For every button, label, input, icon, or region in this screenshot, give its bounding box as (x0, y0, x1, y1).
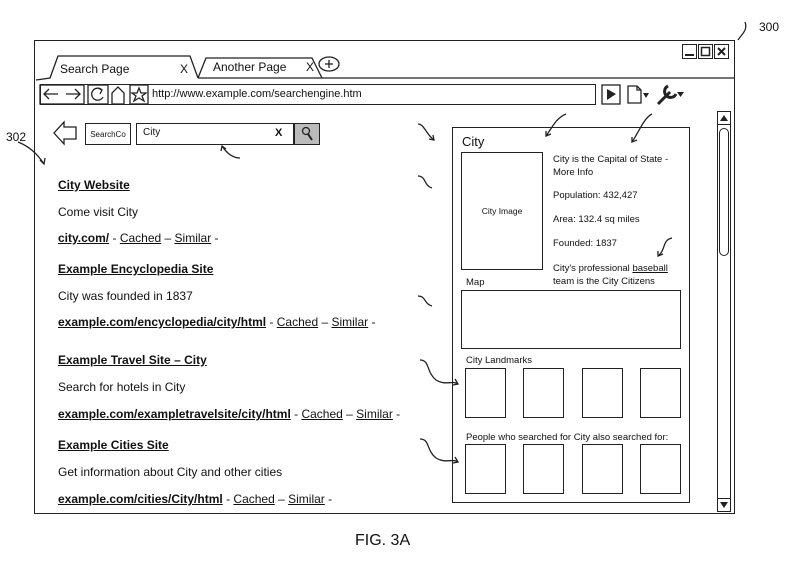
team-link[interactable]: baseball (632, 263, 668, 274)
related-thumb[interactable] (582, 444, 623, 494)
map-label: Map (466, 277, 485, 288)
maximize-button[interactable] (698, 44, 713, 59)
result-links-4: example.com/cities/City/html - Cached – … (58, 492, 333, 506)
scroll-thumb[interactable] (719, 128, 729, 256)
search-query-text: City (143, 127, 161, 138)
search-back-button[interactable] (52, 122, 78, 144)
go-button[interactable] (602, 85, 620, 104)
landmark-thumb[interactable] (640, 368, 681, 418)
scroll-down-arrow[interactable] (717, 498, 731, 512)
map-box[interactable] (461, 290, 681, 349)
search-engine-label: SearchCo (90, 129, 126, 139)
fact-population: Population: 432,427 (553, 190, 638, 201)
landmark-thumb[interactable] (582, 368, 623, 418)
tab-another-page[interactable]: Another Page X (198, 55, 323, 77)
ref-300: 300 (759, 20, 780, 34)
result-url[interactable]: example.com/encyclopedia/city/html (58, 315, 267, 329)
landmark-thumb[interactable] (465, 368, 506, 418)
maximize-icon (700, 46, 711, 57)
close-icon (717, 47, 726, 56)
tab-label: Another Page (213, 60, 287, 74)
cached-link[interactable]: Cached (119, 231, 162, 245)
tab-close-icon[interactable]: X (180, 62, 189, 76)
result-desc-4: Get information about City and other cit… (58, 465, 283, 479)
related-thumb[interactable] (465, 444, 506, 494)
result-desc-3: Search for hotels in City (58, 380, 186, 394)
browser-window (34, 40, 735, 514)
close-window-button[interactable] (714, 44, 729, 59)
minimize-icon (685, 54, 694, 56)
city-image[interactable]: City Image (461, 152, 543, 270)
scroll-up-arrow[interactable] (717, 111, 731, 125)
result-desc-2: City was founded in 1837 (58, 289, 193, 303)
also-searched-label: People who searched for City also search… (466, 432, 669, 443)
minimize-button[interactable] (682, 44, 697, 59)
result-url[interactable]: example.com/exampletravelsite/city/html (58, 407, 291, 421)
fact-area: Area: 132.4 sq miles (553, 214, 640, 225)
tab-close-icon[interactable]: X (306, 60, 315, 74)
cached-link[interactable]: Cached (276, 315, 319, 329)
page-menu-button[interactable] (624, 85, 650, 104)
landmark-thumb[interactable] (523, 368, 564, 418)
fact-capital[interactable]: City is the Capital of State - More Info (553, 154, 669, 178)
result-url[interactable]: example.com/cities/City/html (58, 492, 223, 506)
result-links-2: example.com/encyclopedia/city/html - Cac… (58, 315, 376, 329)
result-url[interactable]: city.com/ (58, 231, 110, 245)
fact-team: City's professional baseball team is the… (553, 262, 685, 288)
team-text-pre: City's professional (553, 263, 633, 274)
related-thumb[interactable] (523, 444, 564, 494)
similar-link[interactable]: Similar (331, 315, 369, 329)
result-title-1[interactable]: City Website (58, 178, 130, 192)
city-image-label: City Image (481, 206, 523, 216)
tools-menu-button[interactable] (654, 83, 686, 105)
result-desc-1: Come visit City (58, 205, 139, 219)
search-engine-button[interactable]: SearchCo (85, 123, 131, 145)
team-text-post: team is the City Citizens (553, 276, 655, 287)
knowledge-panel (452, 127, 690, 503)
search-submit-button[interactable] (294, 123, 320, 145)
address-url[interactable]: http://www.example.com/searchengine.htm (152, 88, 362, 100)
related-thumb[interactable] (640, 444, 681, 494)
result-title-2[interactable]: Example Encyclopedia Site (58, 262, 214, 276)
ref-302: 302 (6, 130, 27, 144)
cached-link[interactable]: Cached (233, 492, 275, 506)
similar-link[interactable]: Similar (288, 492, 325, 506)
result-links-3: example.com/exampletravelsite/city/html … (58, 407, 401, 421)
cached-link[interactable]: Cached (301, 407, 343, 421)
figure-caption: FIG. 3A (355, 532, 411, 549)
result-title-3[interactable]: Example Travel Site – City (58, 353, 207, 367)
landmarks-label: City Landmarks (466, 355, 532, 366)
similar-link[interactable]: Similar (356, 407, 393, 421)
fact-founded: Founded: 1837 (553, 238, 617, 249)
tab-search-page[interactable]: Search Page X (50, 55, 200, 77)
result-title-4[interactable]: Example Cities Site (58, 438, 169, 452)
search-input[interactable]: City X (136, 123, 294, 145)
panel-title: City (462, 134, 485, 149)
clear-search-icon[interactable]: X (275, 127, 283, 139)
similar-link[interactable]: Similar (174, 231, 212, 245)
tab-label: Search Page (60, 62, 130, 76)
result-links-1: city.com/ - Cached – Similar - (58, 231, 219, 245)
